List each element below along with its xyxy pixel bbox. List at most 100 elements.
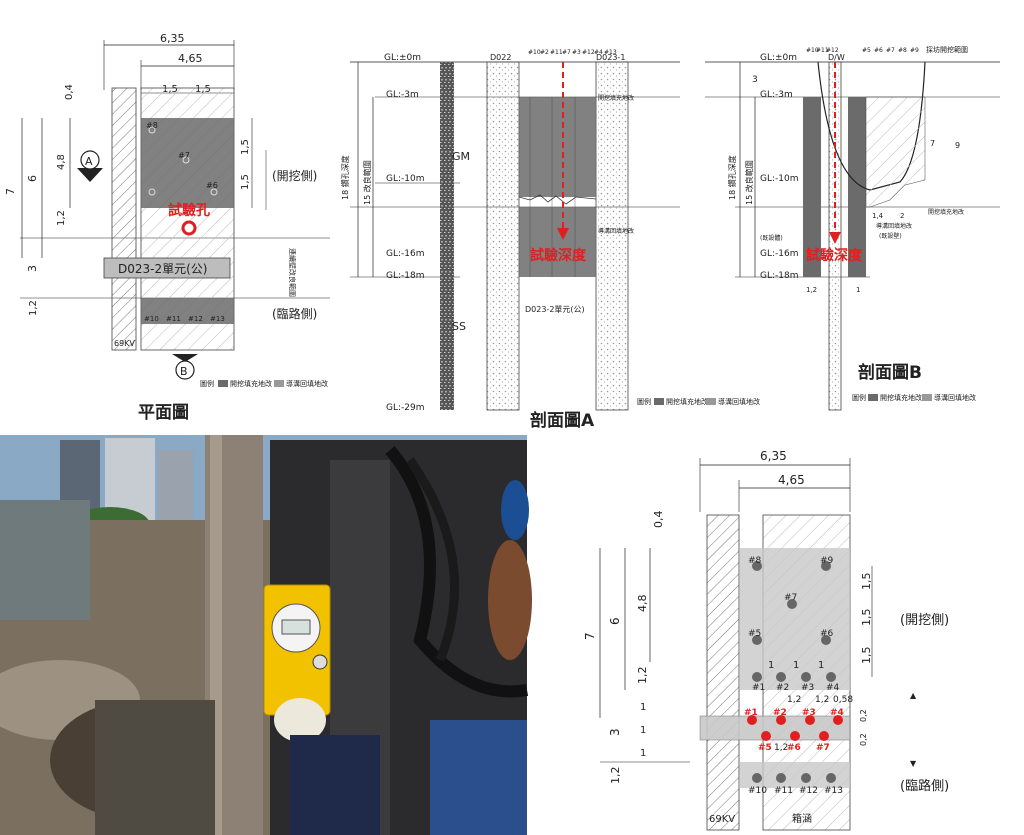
detail-side-road: (臨路側) — [900, 778, 949, 794]
secB-top-11: #11 — [816, 47, 829, 54]
secA-top-13: #13 — [604, 49, 617, 56]
site-photo — [0, 435, 532, 835]
plan-hole-12: #12 — [188, 315, 203, 323]
plan-road-zone — [141, 298, 234, 324]
plan-dim-inner: 4,65 — [178, 52, 203, 65]
secB-test-depth: 試驗深度 — [806, 247, 863, 264]
secB-dim-7: 7 — [930, 139, 935, 148]
plan-dim-15d: 1,5 — [240, 174, 251, 190]
section-a: GL:±0m GL:-3m GL:-10m GL:-16m GL:-18m GL… — [340, 49, 760, 431]
detail-dim-top: 0,4 — [652, 511, 665, 529]
plan-dim-15c: 1,5 — [240, 139, 251, 155]
secB-depth-18: 18 鑽孔深度 — [727, 155, 737, 200]
secA-fill-note: 開挖填充地改 — [598, 94, 634, 102]
detail-red-3: #3 — [802, 708, 816, 718]
detail-dim-total: 6,35 — [760, 449, 787, 463]
plan-title: 平面圖 — [138, 403, 189, 423]
secB-existing-wall — [803, 97, 821, 277]
plan-69kv-wall — [111, 87, 137, 351]
detail-row-dim2: 1,2 — [815, 695, 829, 705]
detail-row-dim: 1,2 — [787, 695, 801, 705]
plan-test-hole — [181, 220, 197, 236]
detail-dim-3: 3 — [608, 728, 622, 736]
secB-top-12: #12 — [826, 47, 839, 54]
secB-top-10: #10 — [806, 47, 819, 54]
plan-unit-box — [103, 257, 231, 279]
plan-dim-3: 3 — [26, 265, 39, 272]
detail-red-6: #6 — [787, 743, 801, 753]
secB-top-9: #9 — [910, 47, 919, 54]
plan-dim-total: 6,35 — [160, 32, 185, 45]
secB-gl-3: GL:-3m — [760, 90, 793, 100]
secA-d023 — [595, 61, 629, 411]
secB-legend-1: 開挖填充地改 — [880, 393, 922, 402]
secB-existing-note: (既設壁) — [879, 232, 902, 240]
detail-fill-zone — [740, 548, 850, 690]
detail-hole-3: #3 — [801, 683, 814, 693]
plan-dim-6: 6 — [26, 175, 39, 182]
secB-dim-14: 1,4 — [872, 212, 884, 220]
secA-gl-10: GL:-10m — [386, 174, 425, 184]
plan-69kv: 69KV — [114, 339, 135, 348]
detail-dim-12b: 1,2 — [609, 767, 622, 785]
plan-view: 6,35 4,65 1,5 1,5 0,4 7 6 4,8 1,2 3 1,2 … — [4, 32, 330, 423]
detail-arrow-up: ▲ — [910, 691, 917, 700]
secA-top-4: #4 — [594, 49, 603, 56]
detail-hole-6: #6 — [820, 629, 834, 639]
secA-top-10: #10 — [528, 49, 541, 56]
secB-gl-18: GL:-18m — [760, 271, 799, 281]
secB-guide-note: 導溝回填地改 — [876, 222, 912, 230]
detail-hole-9: #9 — [820, 556, 834, 566]
section-b: GL:±0m GL:-3m GL:-10m GL:-16m GL:-18m 18… — [705, 45, 1000, 411]
secA-gm: GM — [452, 150, 470, 163]
detail-dim-6: 6 — [608, 617, 622, 625]
detail-dim-15b: 1,5 — [860, 609, 873, 627]
secB-dim-3: 3 — [752, 75, 758, 85]
secB-gl-16: GL:-16m — [760, 249, 799, 259]
detail-red-5: #5 — [758, 743, 772, 753]
secA-gl-0: GL:±0m — [384, 53, 421, 63]
detail-one-b: 1 — [640, 725, 646, 736]
plan-marker-a: A — [85, 155, 93, 168]
secA-d023-label: D023-1 — [596, 53, 625, 62]
detail-69kv: 69KV — [709, 814, 735, 825]
detail-hole-2: #2 — [776, 683, 789, 693]
secB-gl-0: GL:±0m — [760, 53, 797, 63]
detail-row-dim3: 1,2 — [774, 743, 788, 753]
secB-dim-12: 1,2 — [806, 286, 817, 294]
secB-top-5: #5 — [862, 47, 871, 54]
detail-one-c: 1 — [640, 748, 646, 759]
plan-marker-b: B — [180, 365, 188, 378]
secA-top-7: #7 — [562, 49, 571, 56]
detail-one-f: 1 — [818, 660, 824, 671]
detail-arrow-down: ▼ — [910, 759, 917, 768]
plan-hole-8: #8 — [146, 121, 158, 130]
detail-one-a: 1 — [640, 702, 646, 713]
secB-dim-2: 2 — [900, 212, 904, 220]
secB-dw: D/W — [828, 53, 845, 62]
detail-box-label: 箱涵 — [792, 812, 812, 825]
secA-top-11: #11 — [550, 49, 563, 56]
detail-red-1: #1 — [744, 708, 758, 718]
secB-title: 剖面圖B — [858, 362, 922, 383]
secA-top-12: #12 — [582, 49, 595, 56]
secA-gl-16: GL:-16m — [386, 249, 425, 259]
detail-hole-4: #4 — [826, 683, 840, 693]
secA-ss: SS — [452, 320, 466, 333]
detail-dim-inner: 4,65 — [778, 473, 805, 487]
detail-dim-7: 7 — [583, 632, 597, 640]
secA-soil-column — [440, 62, 454, 410]
secA-fill-zone — [519, 97, 596, 197]
detail-red-2: #2 — [773, 708, 787, 718]
plan-side-road: (臨路側) — [272, 306, 317, 321]
detail-one-d: 1 — [768, 660, 774, 671]
detail-hole-12: #12 — [799, 786, 818, 796]
detail-dim-15a: 1,5 — [860, 573, 873, 591]
plan-hole-7: #7 — [178, 151, 190, 160]
detail-plan: 6,35 4,65 0,4 7 6 4,8 1,2 3 1,2 1 1 1 69… — [583, 449, 949, 831]
secB-fill-column — [848, 97, 866, 277]
plan-legend-1: 開挖填充地改 — [230, 379, 272, 388]
secA-top-3: #3 — [572, 49, 581, 56]
secA-gl-29: GL:-29m — [386, 403, 425, 413]
